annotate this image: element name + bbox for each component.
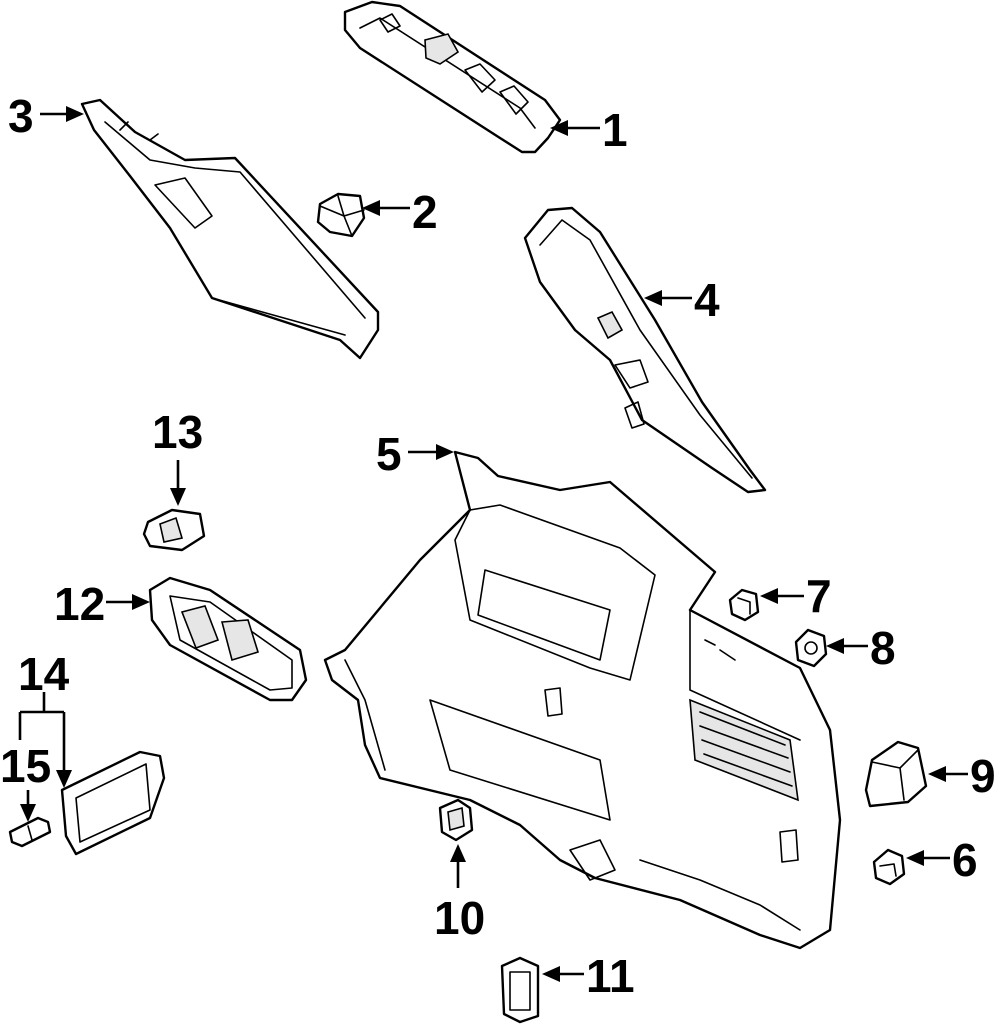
- callout-8: 8: [870, 622, 896, 674]
- callout-5: 5: [376, 428, 402, 480]
- callout-9: 9: [970, 750, 996, 802]
- leader-lines: [18, 106, 968, 982]
- part-9-bracket: [864, 740, 928, 808]
- part-14-lamp-housing: [60, 750, 166, 856]
- part-13-switch: [142, 508, 206, 552]
- part-6-clip: [872, 848, 906, 886]
- part-10-clip: [438, 798, 474, 842]
- part-2-clip: [316, 192, 366, 238]
- part-5-quarter-trim-panel: [323, 450, 842, 950]
- part-7-push-clip: [728, 588, 760, 622]
- callout-7: 7: [806, 570, 832, 622]
- callout-11: 11: [586, 950, 635, 1002]
- callout-2: 2: [412, 186, 438, 238]
- callout-12: 12: [54, 578, 105, 630]
- callout-4: 4: [694, 274, 720, 326]
- part-4-rear-pillar-trim: [523, 206, 767, 494]
- part-1-upper-trim: [343, 0, 562, 154]
- part-3-pillar-trim: [80, 98, 380, 360]
- callout-labels: 1 2 3 4 5 6 7 8 9 10 11 12 13 14 15: [0, 90, 996, 1002]
- callout-13: 13: [152, 406, 203, 458]
- callout-1: 1: [602, 104, 628, 156]
- part-8-nut: [794, 628, 828, 668]
- callout-6: 6: [952, 834, 978, 886]
- callout-10: 10: [434, 892, 485, 944]
- part-15-bulb: [8, 816, 52, 848]
- part-11-retainer: [500, 956, 540, 1024]
- callout-14: 14: [18, 648, 70, 700]
- callout-3: 3: [8, 90, 34, 142]
- part-12-bezel: [148, 576, 308, 702]
- callout-15: 15: [0, 740, 51, 792]
